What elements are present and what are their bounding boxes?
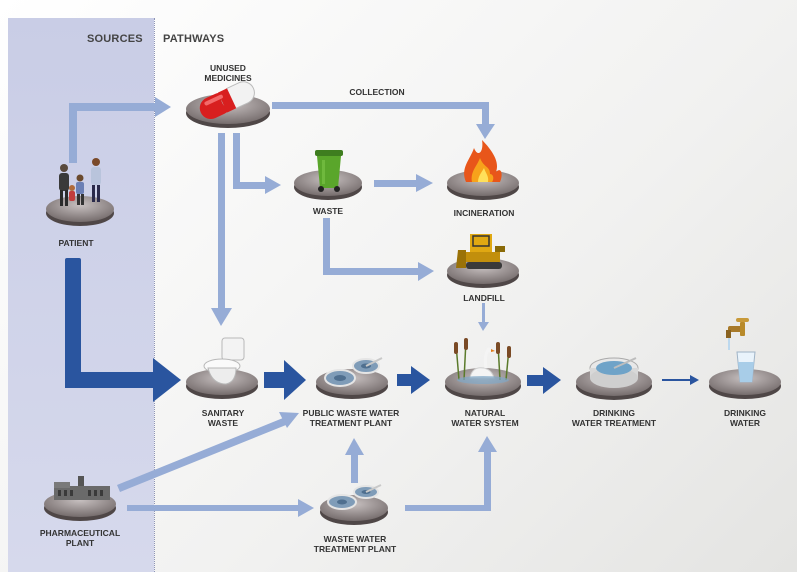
fire-icon (464, 140, 502, 182)
label-collection: COLLECTION (349, 87, 405, 97)
arrow-wwtp-to-natural-water (405, 436, 497, 511)
label-incineration: INCINERATION (453, 208, 515, 218)
bulldozer-icon (456, 234, 505, 269)
arrow-collection (272, 102, 495, 139)
label-waste: WASTE (312, 206, 344, 216)
treatment-tanks-icon (324, 357, 383, 387)
node-discs (44, 94, 781, 525)
waste-bin-icon (315, 150, 343, 192)
arrow-public-wwtp-to-natural-water (397, 366, 430, 394)
tap-glass-icon (726, 318, 756, 383)
arrow-landfill-to-natural-water (478, 303, 489, 331)
pathways-header: PATHWAYS (163, 33, 225, 45)
water-basin-icon (589, 357, 639, 388)
label-patient: PATIENT (58, 238, 94, 248)
arrow-medicines-to-waste (233, 133, 281, 194)
arrow-sanitary-to-public-wwtp (264, 360, 306, 400)
arrow-treatment-to-drinking-water (662, 375, 699, 385)
arrow-plant-to-wwtp (127, 499, 314, 517)
arrow-wwtp-to-public-wwtp (345, 438, 364, 483)
arrow-patient-to-sanitary (65, 258, 181, 402)
factory-icon (54, 476, 110, 500)
wwtp-tanks-icon (327, 484, 382, 510)
arrow-medicines-to-sanitary (211, 133, 232, 326)
capsule-icon (199, 81, 255, 120)
arrow-waste-to-landfill (323, 218, 434, 281)
toilet-icon (203, 337, 245, 385)
sources-divider (154, 18, 155, 572)
arrow-plant-to-public-wwtp (117, 412, 299, 492)
disc-patient (46, 196, 114, 226)
arrow-waste-to-incineration (374, 174, 433, 192)
arrow-patient-to-medicines (69, 97, 171, 163)
sources-header: SOURCES (87, 33, 143, 45)
arrow-natural-to-treatment (527, 367, 561, 394)
label-landfill: LANDFILL (463, 293, 505, 303)
family-icon (59, 158, 101, 206)
reeds-swan-icon (454, 338, 511, 384)
